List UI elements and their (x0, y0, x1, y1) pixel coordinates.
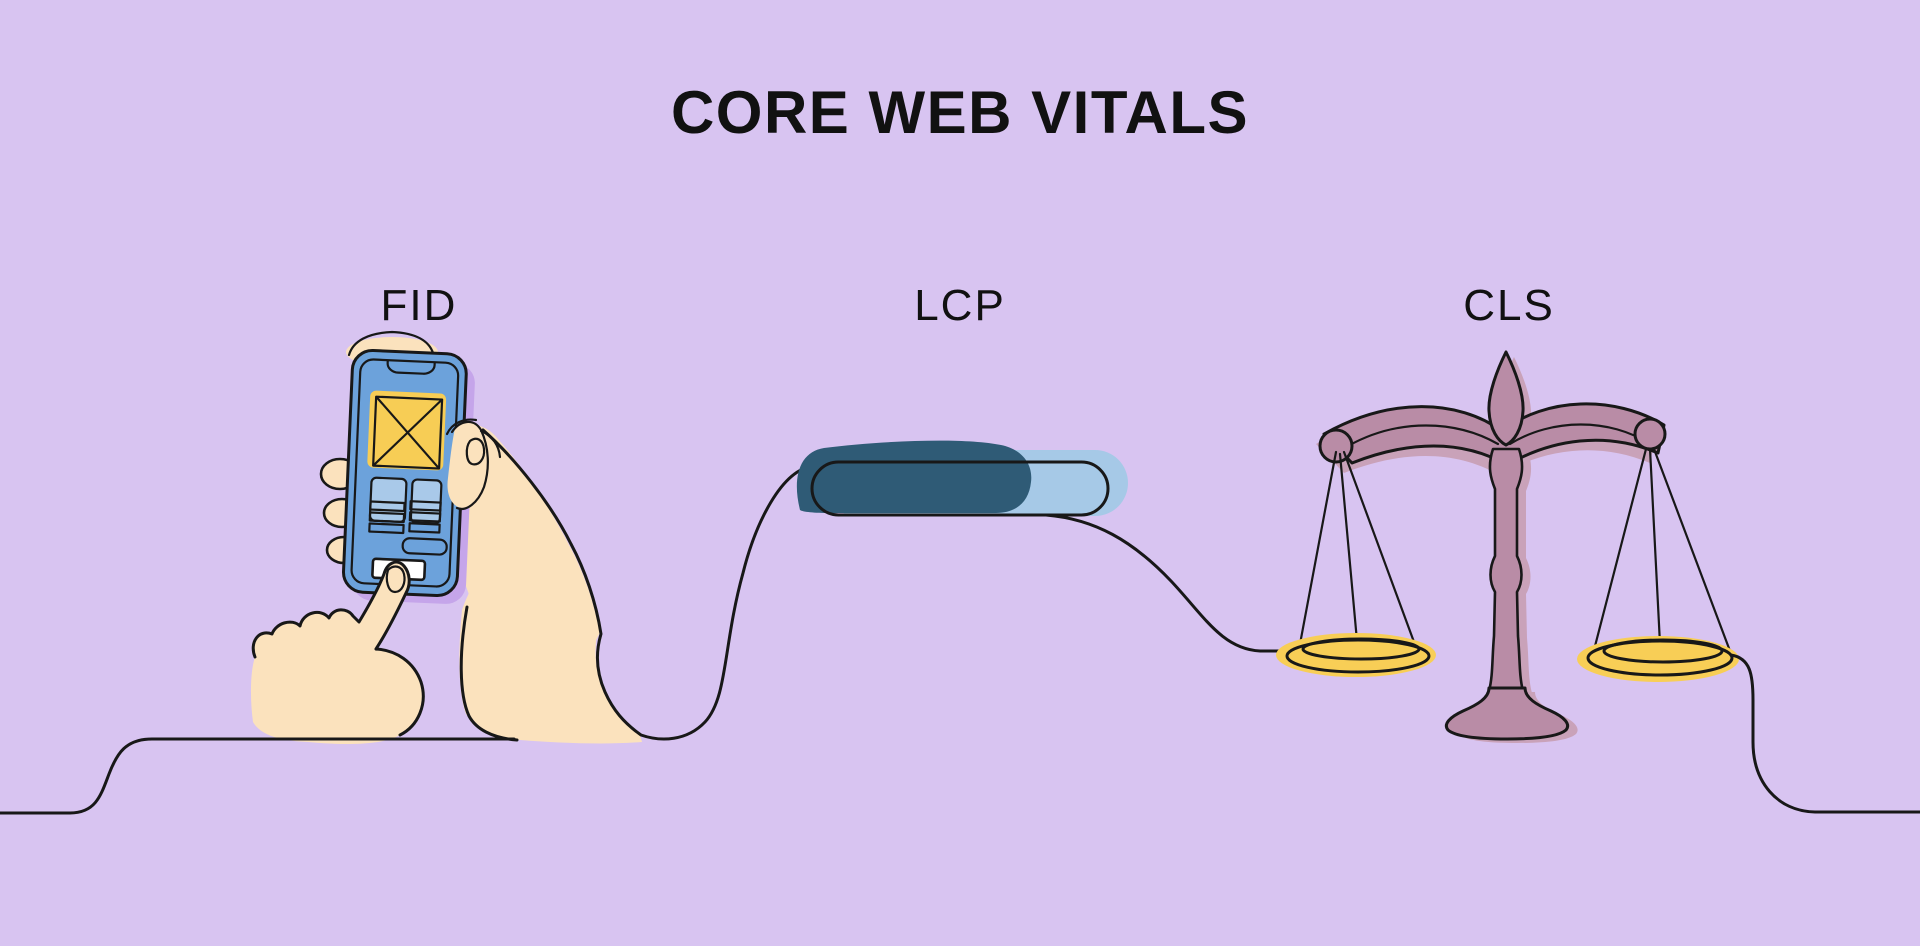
scale-finial (1487, 350, 1525, 447)
one-line-bar-to-scale (1044, 513, 1290, 653)
phone (341, 348, 475, 604)
progress-track-outline (810, 460, 1110, 517)
one-line-baseline-left (0, 737, 252, 815)
thumb-nail (465, 437, 486, 466)
page-title: CORE WEB VITALS (670, 79, 1250, 146)
pointing-finger-nail (385, 565, 406, 594)
phone-pill-button-outline (401, 537, 448, 556)
metric-label-lcp: LCP (914, 281, 1006, 330)
progress-value-fill (796, 440, 1032, 513)
scale-right-pan (1577, 636, 1739, 682)
scale-column (1487, 447, 1525, 693)
scale-left-pan (1276, 633, 1436, 677)
metric-label-cls: CLS (1463, 281, 1555, 330)
lcp-loading-progress-bar-icon (796, 440, 1290, 653)
one-line-palm-to-bar (481, 428, 816, 741)
metric-label-fid: FID (380, 281, 458, 330)
pointing-hand (250, 560, 425, 745)
phone-text-lines (368, 500, 448, 556)
fid-tapping-hand-phone-icon (248, 330, 816, 745)
phone-content-cards (368, 476, 443, 525)
scale-beam-right-knob (1633, 417, 1667, 451)
scale-strings (1298, 447, 1732, 653)
phone-notch (386, 360, 436, 375)
scale-base (1444, 686, 1570, 741)
cls-balance-scale-icon (1276, 350, 1920, 814)
one-line-baseline-right (1729, 653, 1920, 814)
phone-image-placeholder (367, 390, 447, 471)
